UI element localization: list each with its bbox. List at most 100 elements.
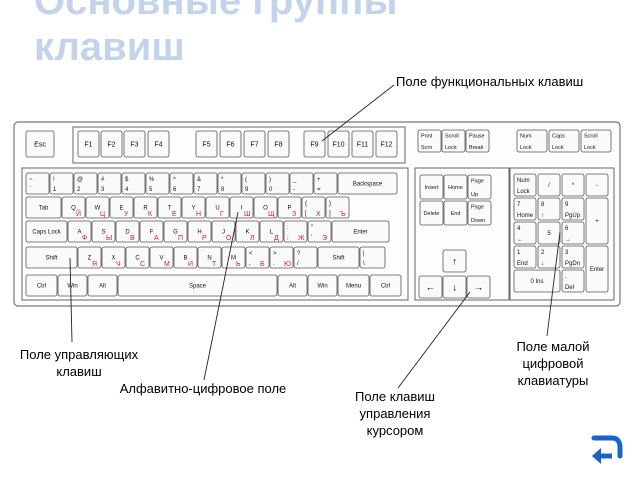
- key-r4-0: Shift: [25, 246, 78, 269]
- key-r3-7: J: [211, 220, 236, 243]
- key-r4-12: |\: [359, 246, 386, 269]
- svg-text:F5: F5: [202, 141, 210, 148]
- svg-text:\: \: [363, 261, 365, 267]
- svg-text:Print: Print: [421, 134, 433, 140]
- key-np-8: 4←: [513, 221, 537, 245]
- key-r5-5: Win: [307, 274, 338, 297]
- svg-text:End: End: [517, 261, 528, 267]
- svg-text:Lock: Lock: [445, 145, 457, 151]
- key-r5-4: Alt: [277, 274, 308, 297]
- next-arrow-icon[interactable]: [588, 432, 626, 470]
- svg-text:Scroll: Scroll: [584, 134, 598, 140]
- svg-text:A: A: [77, 230, 81, 236]
- svg-text:←: ←: [517, 237, 523, 243]
- cyrillic-letter: Г: [220, 211, 224, 218]
- svg-text:%: %: [149, 177, 155, 183]
- key-r2-12: }]: [325, 196, 350, 219]
- key-r1-6: ^6: [169, 172, 194, 195]
- key-np-9: 5: [537, 221, 561, 245]
- svg-text:Ctrl: Ctrl: [37, 284, 46, 290]
- svg-text:=: =: [317, 187, 321, 193]
- svg-text:Up: Up: [471, 192, 478, 198]
- svg-text:}: }: [329, 201, 331, 207]
- svg-text:|: |: [363, 251, 365, 257]
- cyrillic-letter: Е: [172, 211, 177, 218]
- svg-text:Backspace: Backspace: [353, 182, 383, 188]
- svg-text:Num: Num: [520, 134, 532, 140]
- svg-text:N: N: [207, 256, 211, 262]
- svg-text:F7: F7: [250, 141, 258, 148]
- key-r4-1: Z: [77, 246, 102, 269]
- svg-text:!: !: [53, 177, 55, 183]
- svg-text:W: W: [95, 206, 101, 212]
- svg-text:F: F: [150, 230, 154, 236]
- key-arrow-left: ←: [418, 275, 443, 299]
- key-r1-1: !1: [49, 172, 74, 195]
- key-r1-2: @2: [73, 172, 98, 195]
- svg-text:↓: ↓: [541, 261, 544, 267]
- key-arrow-right: →: [466, 275, 491, 299]
- svg-text:*: *: [221, 177, 224, 183]
- cyrillic-letter: Р: [202, 235, 207, 242]
- svg-text:Insert: Insert: [425, 185, 439, 191]
- cyrillic-letter: М: [164, 261, 170, 268]
- key-f10: F10: [327, 130, 350, 158]
- svg-text:R: R: [143, 206, 148, 212]
- key-r5-2: Alt: [87, 274, 118, 297]
- key-np-15: 0 Ins: [513, 269, 561, 293]
- svg-text:+: +: [595, 219, 599, 225]
- key-r3-8: K: [235, 220, 260, 243]
- svg-text:,: ,: [249, 261, 251, 267]
- key-r1-11: _-: [289, 172, 314, 195]
- svg-text:Delete: Delete: [424, 211, 440, 217]
- key-r4-4: V: [149, 246, 174, 269]
- svg-text:Enter: Enter: [353, 230, 367, 236]
- svg-text:4: 4: [517, 226, 521, 232]
- svg-text:.: .: [273, 261, 275, 267]
- svg-text:G: G: [173, 230, 178, 236]
- svg-text:F11: F11: [357, 141, 369, 148]
- alpha-frame: [21, 167, 409, 301]
- cyrillic-letter: С: [140, 261, 145, 268]
- svg-text:F12: F12: [380, 141, 392, 148]
- svg-text:Q: Q: [71, 206, 76, 212]
- svg-text:E: E: [119, 206, 123, 212]
- svg-text:-: -: [596, 183, 598, 189]
- svg-text:Win: Win: [317, 284, 327, 290]
- svg-text:9: 9: [245, 187, 249, 193]
- cyrillic-letter: Б: [260, 261, 265, 268]
- cyrillic-letter: Ы: [106, 235, 112, 242]
- cyrillic-letter: П: [178, 235, 183, 242]
- key-f2: F2: [100, 130, 123, 158]
- key-r2-1: Q: [61, 196, 86, 219]
- cyrillic-letter: Л: [250, 235, 255, 242]
- svg-text:Lock: Lock: [552, 145, 564, 151]
- cyrillic-letter: Ъ: [340, 211, 346, 218]
- svg-text:/: /: [548, 183, 550, 189]
- svg-text:2: 2: [77, 187, 81, 193]
- pointer-numpad: [546, 231, 561, 337]
- svg-text:5: 5: [149, 187, 153, 193]
- key-r4-9: >.: [269, 246, 294, 269]
- svg-text:0 Ins: 0 Ins: [530, 279, 543, 285]
- svg-text:Y: Y: [191, 206, 195, 212]
- key-np-2: *: [561, 173, 585, 197]
- svg-text:→: →: [565, 237, 571, 243]
- svg-text:←: ←: [426, 282, 436, 293]
- svg-text:L: L: [270, 230, 274, 236]
- svg-text:(: (: [245, 177, 247, 183]
- key-r2-10: P: [277, 196, 302, 219]
- key-np-3: -: [585, 173, 609, 197]
- svg-text:F1: F1: [84, 141, 92, 148]
- key-r4-5: B: [173, 246, 198, 269]
- cyrillic-letter: Ч: [116, 261, 121, 268]
- key-r1-0: ~`: [25, 172, 50, 195]
- key-r3-0: Caps Lock: [25, 220, 68, 243]
- cyrillic-letter: И: [188, 261, 193, 268]
- key-r4-10: ?/: [293, 246, 318, 269]
- svg-text:Pause: Pause: [469, 134, 485, 140]
